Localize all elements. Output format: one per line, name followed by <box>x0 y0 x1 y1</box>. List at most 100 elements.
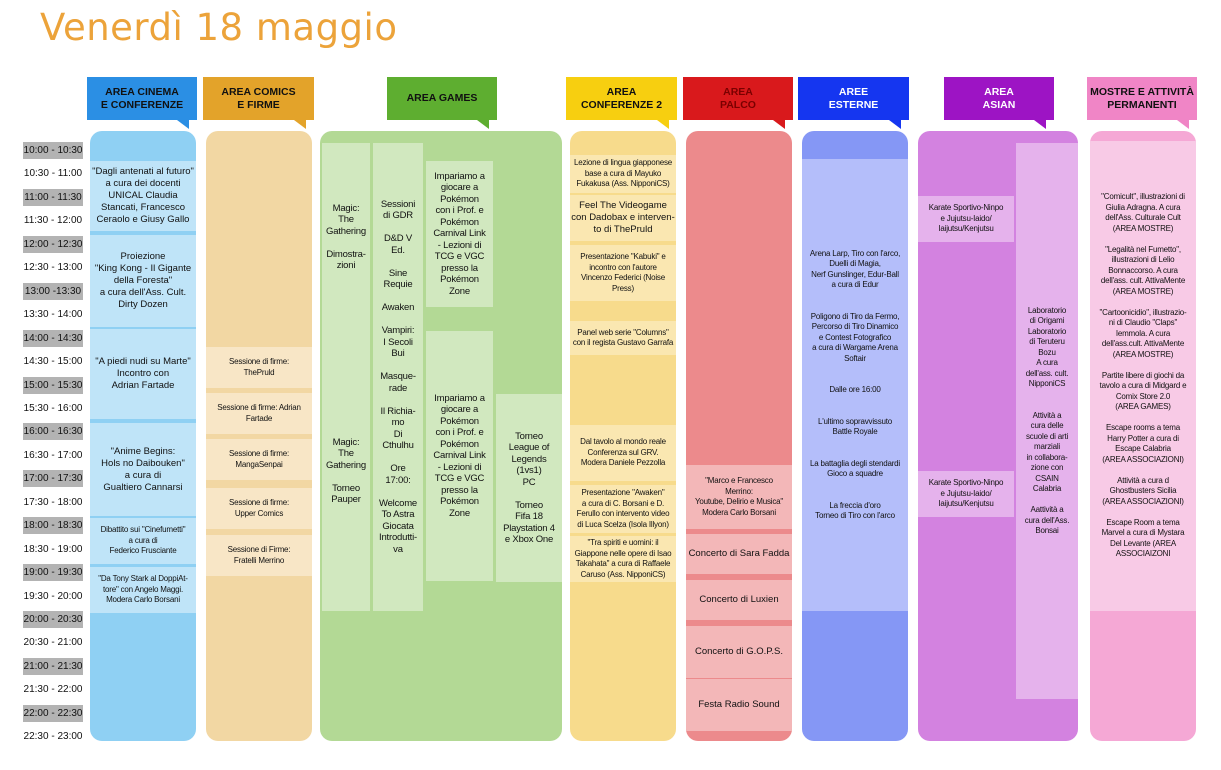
event-text-line: Di <box>393 428 403 440</box>
event-text-line: incontro con l'autore <box>589 262 657 272</box>
event-text-line: di Teruteru <box>1029 337 1065 346</box>
event-text-line: MangaSenpai <box>235 459 283 469</box>
event-text-line: di Luca Scelza (Isola Illyon) <box>577 519 669 529</box>
event-text-line: Modera Carlo Borsani <box>106 595 180 605</box>
event-text-line: Torneo <box>515 499 543 511</box>
event-text-line: Ore <box>390 463 406 475</box>
event-text-line: e Jujutsu-Iaido/ <box>940 213 992 223</box>
header-label: E CONFERENZE <box>100 98 184 111</box>
event-text-line: Torneo di Tiro con l'arco <box>815 511 895 520</box>
time-slot: 21:00 - 21:30 <box>23 657 83 675</box>
event-text-line: tore" con Angelo Maggi. <box>102 584 184 594</box>
event-text-line: di GDR <box>383 210 413 222</box>
event-text-line: Iemmola. A cura <box>1115 328 1171 338</box>
event-text-line: Fartade <box>245 413 273 423</box>
event-text-line: Incontro con <box>116 368 170 379</box>
event-text-line: marziali <box>1034 442 1060 451</box>
event-text-line: a cura di Wargame Arena <box>812 343 898 352</box>
event-text-line: Hols no Daibouken" <box>101 457 185 469</box>
event-text-line: Escape Calabria <box>1115 444 1171 454</box>
event-text-line: a cura di Edur <box>831 280 879 289</box>
header-label: E FIRME <box>237 98 280 111</box>
event-text-line: dell'ass.cult. AttivaMente <box>1101 339 1185 349</box>
time-slot: 19:30 - 20:00 <box>23 590 83 602</box>
event-text-line: Fratelli Merrino <box>233 555 285 565</box>
event-text-line: Ceraolo e Giusy Gallo <box>96 214 190 225</box>
event-text-line: La freccia d'oro <box>829 500 881 510</box>
event-text-line: Playstation 4 <box>503 522 555 534</box>
event-text-line: con i Prof. e <box>435 427 484 439</box>
event-text-line: Pokémon <box>440 496 479 508</box>
event-text-line: Youtube, Delirio e Musica" <box>694 497 784 506</box>
event-text-line: Panel web serie "Columns" <box>577 327 669 337</box>
event-text-line: Harry Potter a cura di <box>1107 433 1179 443</box>
event-text-line: presso la <box>441 262 478 274</box>
event-text-line <box>854 448 856 459</box>
event-text-line: dell'ass. cult. <box>1025 368 1069 378</box>
header-label: AREA <box>606 85 637 98</box>
event-text-line <box>345 471 347 483</box>
event-text-line: e Jujutsu-Iaido/ <box>940 488 992 498</box>
event-text-line: Zone <box>449 285 470 297</box>
event-text-line <box>1142 465 1144 476</box>
event-text-line: Fukakusa (Ass. NipponiCS) <box>576 179 670 189</box>
event-text-line <box>397 291 399 303</box>
event-text-line <box>854 364 856 375</box>
event-text-line: e Xbox One <box>504 534 554 545</box>
event-text-line: Magic: <box>332 202 360 214</box>
event-text-line: Karate Sportivo-Ninpo <box>928 203 1004 213</box>
event-text-line: TCG e VGC <box>434 473 485 485</box>
event-text-line <box>397 394 399 406</box>
event-text-line: Comix Store 2.0 <box>1115 391 1171 401</box>
event-text-line: Softair <box>844 353 866 363</box>
event-text-line: Carnival Link <box>433 450 486 462</box>
event-text-line: "A piedi nudi su Marte" <box>95 356 191 367</box>
event-text-line <box>397 452 399 464</box>
event-text-line: rade <box>388 382 408 394</box>
event-text-line: - Lezioni di <box>437 461 482 473</box>
event-text-line: Giulia Adragna. A cura <box>1105 202 1181 212</box>
event-text-line <box>397 360 399 372</box>
event-text-line: della Foresta" <box>113 275 173 286</box>
event-text-line <box>854 396 856 407</box>
time-slot: 12:00 - 12:30 <box>23 235 83 253</box>
event-text-line: Vampiri: <box>381 325 415 337</box>
event-text-line: Stancati, Francesco <box>101 202 185 213</box>
event-text-line <box>1142 507 1144 518</box>
event-text-line: Sine <box>388 267 408 279</box>
event-text-line: To Astra <box>381 509 415 521</box>
time-slot: 13:30 - 14:00 <box>23 309 83 321</box>
event-text-line: Federico Frusciante <box>109 546 177 556</box>
event-text-line: Proiezione <box>120 251 166 262</box>
event-text-line: a cura dei docenti <box>105 178 181 189</box>
time-slot: 18:00 - 18:30 <box>23 517 83 535</box>
event-text-line: zioni <box>336 260 356 271</box>
event-block: Sessione di firme:ThePruld <box>206 347 312 388</box>
event-text-line: Press) <box>612 283 634 293</box>
event-block: Concerto di G.O.P.S. <box>686 626 792 678</box>
event-text-line: Upper Comics <box>234 508 284 518</box>
event-text-line: Escape Room a tema <box>1106 517 1180 527</box>
event-text-line <box>1142 360 1144 371</box>
event-text-line: giocare a <box>440 404 479 416</box>
event-text-line: NipponiCS <box>1028 379 1066 388</box>
event-block: "Da Tony Stark al DoppiAt-tore" con Ange… <box>90 567 196 613</box>
event-text-line <box>397 486 399 498</box>
event-text-line: Fifa 18 <box>515 511 543 522</box>
event-text-line: PC <box>522 476 536 488</box>
event-text-line: (AREA MOSTRE) <box>1112 286 1174 296</box>
event-text-line: Duelli di Magia, <box>829 259 881 268</box>
event-text-line: Arena Larp, Tiro con l'arco, <box>809 248 901 258</box>
event-text-line: Dalle ore 16:00 <box>829 385 881 394</box>
event-text-line: cura delle <box>1030 421 1064 430</box>
time-slot: 11:30 - 12:00 <box>23 215 83 227</box>
event-text-line: - Lezioni di <box>437 239 482 251</box>
event-text-line: Vincenzo Federici (Noise <box>581 273 665 282</box>
